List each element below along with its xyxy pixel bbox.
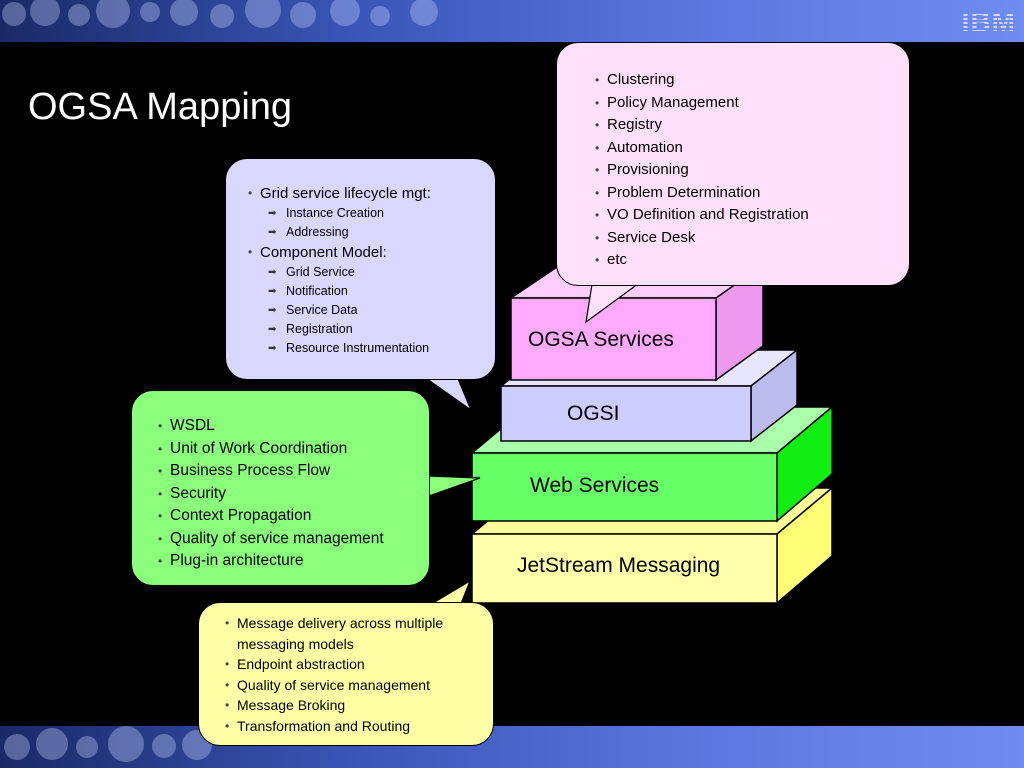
list-item: Provisioning	[593, 159, 909, 182]
list-item: Plug-in architecture	[156, 550, 429, 573]
ogsa-services-list: Clustering Policy Management Registry Au…	[593, 69, 909, 272]
sub-list-item: Instance Creation	[246, 204, 495, 223]
list-item: WSDL	[156, 415, 429, 438]
list-item: Security	[156, 483, 429, 506]
list-item: Unit of Work Coordination	[156, 438, 429, 461]
list-item: Automation	[593, 137, 909, 160]
list-item: Quality of service management	[223, 675, 493, 696]
ibm-logo: IBM	[961, 6, 1016, 37]
list-item: Transformation and Routing	[223, 716, 493, 737]
ogsi-list: Grid service lifecycle mgt: Instance Cre…	[246, 183, 495, 358]
slide-title: OGSA Mapping	[28, 86, 293, 128]
sub-list-item: Notification	[246, 282, 495, 301]
layer-label-ogsi: OGSI	[567, 402, 620, 425]
header-banner: IBM	[0, 0, 1024, 42]
list-item: Policy Management	[593, 92, 909, 115]
list-item: Message delivery across multiple messagi…	[223, 613, 473, 654]
list-item: Context Propagation	[156, 505, 429, 528]
web-services-list: WSDL Unit of Work Coordination Business …	[156, 415, 429, 573]
list-item: Clustering	[593, 69, 909, 92]
ogsi-callout: Grid service lifecycle mgt: Instance Cre…	[225, 158, 496, 380]
messaging-list: Message delivery across multiple messagi…	[223, 613, 493, 736]
list-item: Endpoint abstraction	[223, 654, 493, 675]
list-item: Message Broking	[223, 695, 493, 716]
list-item: Component Model:	[246, 242, 495, 263]
sub-list-item: Service Data	[246, 301, 495, 320]
list-item: Service Desk	[593, 227, 909, 250]
sub-list-item: Grid Service	[246, 263, 495, 282]
web-services-callout: WSDL Unit of Work Coordination Business …	[131, 390, 430, 586]
sub-list-item: Resource Instrumentation	[246, 339, 495, 358]
list-item: VO Definition and Registration	[593, 204, 909, 227]
layer-label-jetstream: JetStream Messaging	[517, 554, 721, 577]
sub-list-item: Addressing	[246, 223, 495, 242]
messaging-callout: Message delivery across multiple messagi…	[198, 602, 494, 746]
footer-banner	[0, 726, 1024, 768]
ogsa-services-callout: Clustering Policy Management Registry Au…	[556, 42, 910, 286]
list-item: Quality of service management	[156, 528, 429, 551]
layer-label-ogsa-services: OGSA Services	[528, 328, 674, 351]
sub-list-item: Registration	[246, 320, 495, 339]
list-item: Problem Determination	[593, 182, 909, 205]
list-item: Registry	[593, 114, 909, 137]
list-item: Grid service lifecycle mgt:	[246, 183, 495, 204]
layer-label-web-services: Web Services	[530, 474, 660, 497]
list-item: Business Process Flow	[156, 460, 429, 483]
list-item: etc	[593, 249, 909, 272]
